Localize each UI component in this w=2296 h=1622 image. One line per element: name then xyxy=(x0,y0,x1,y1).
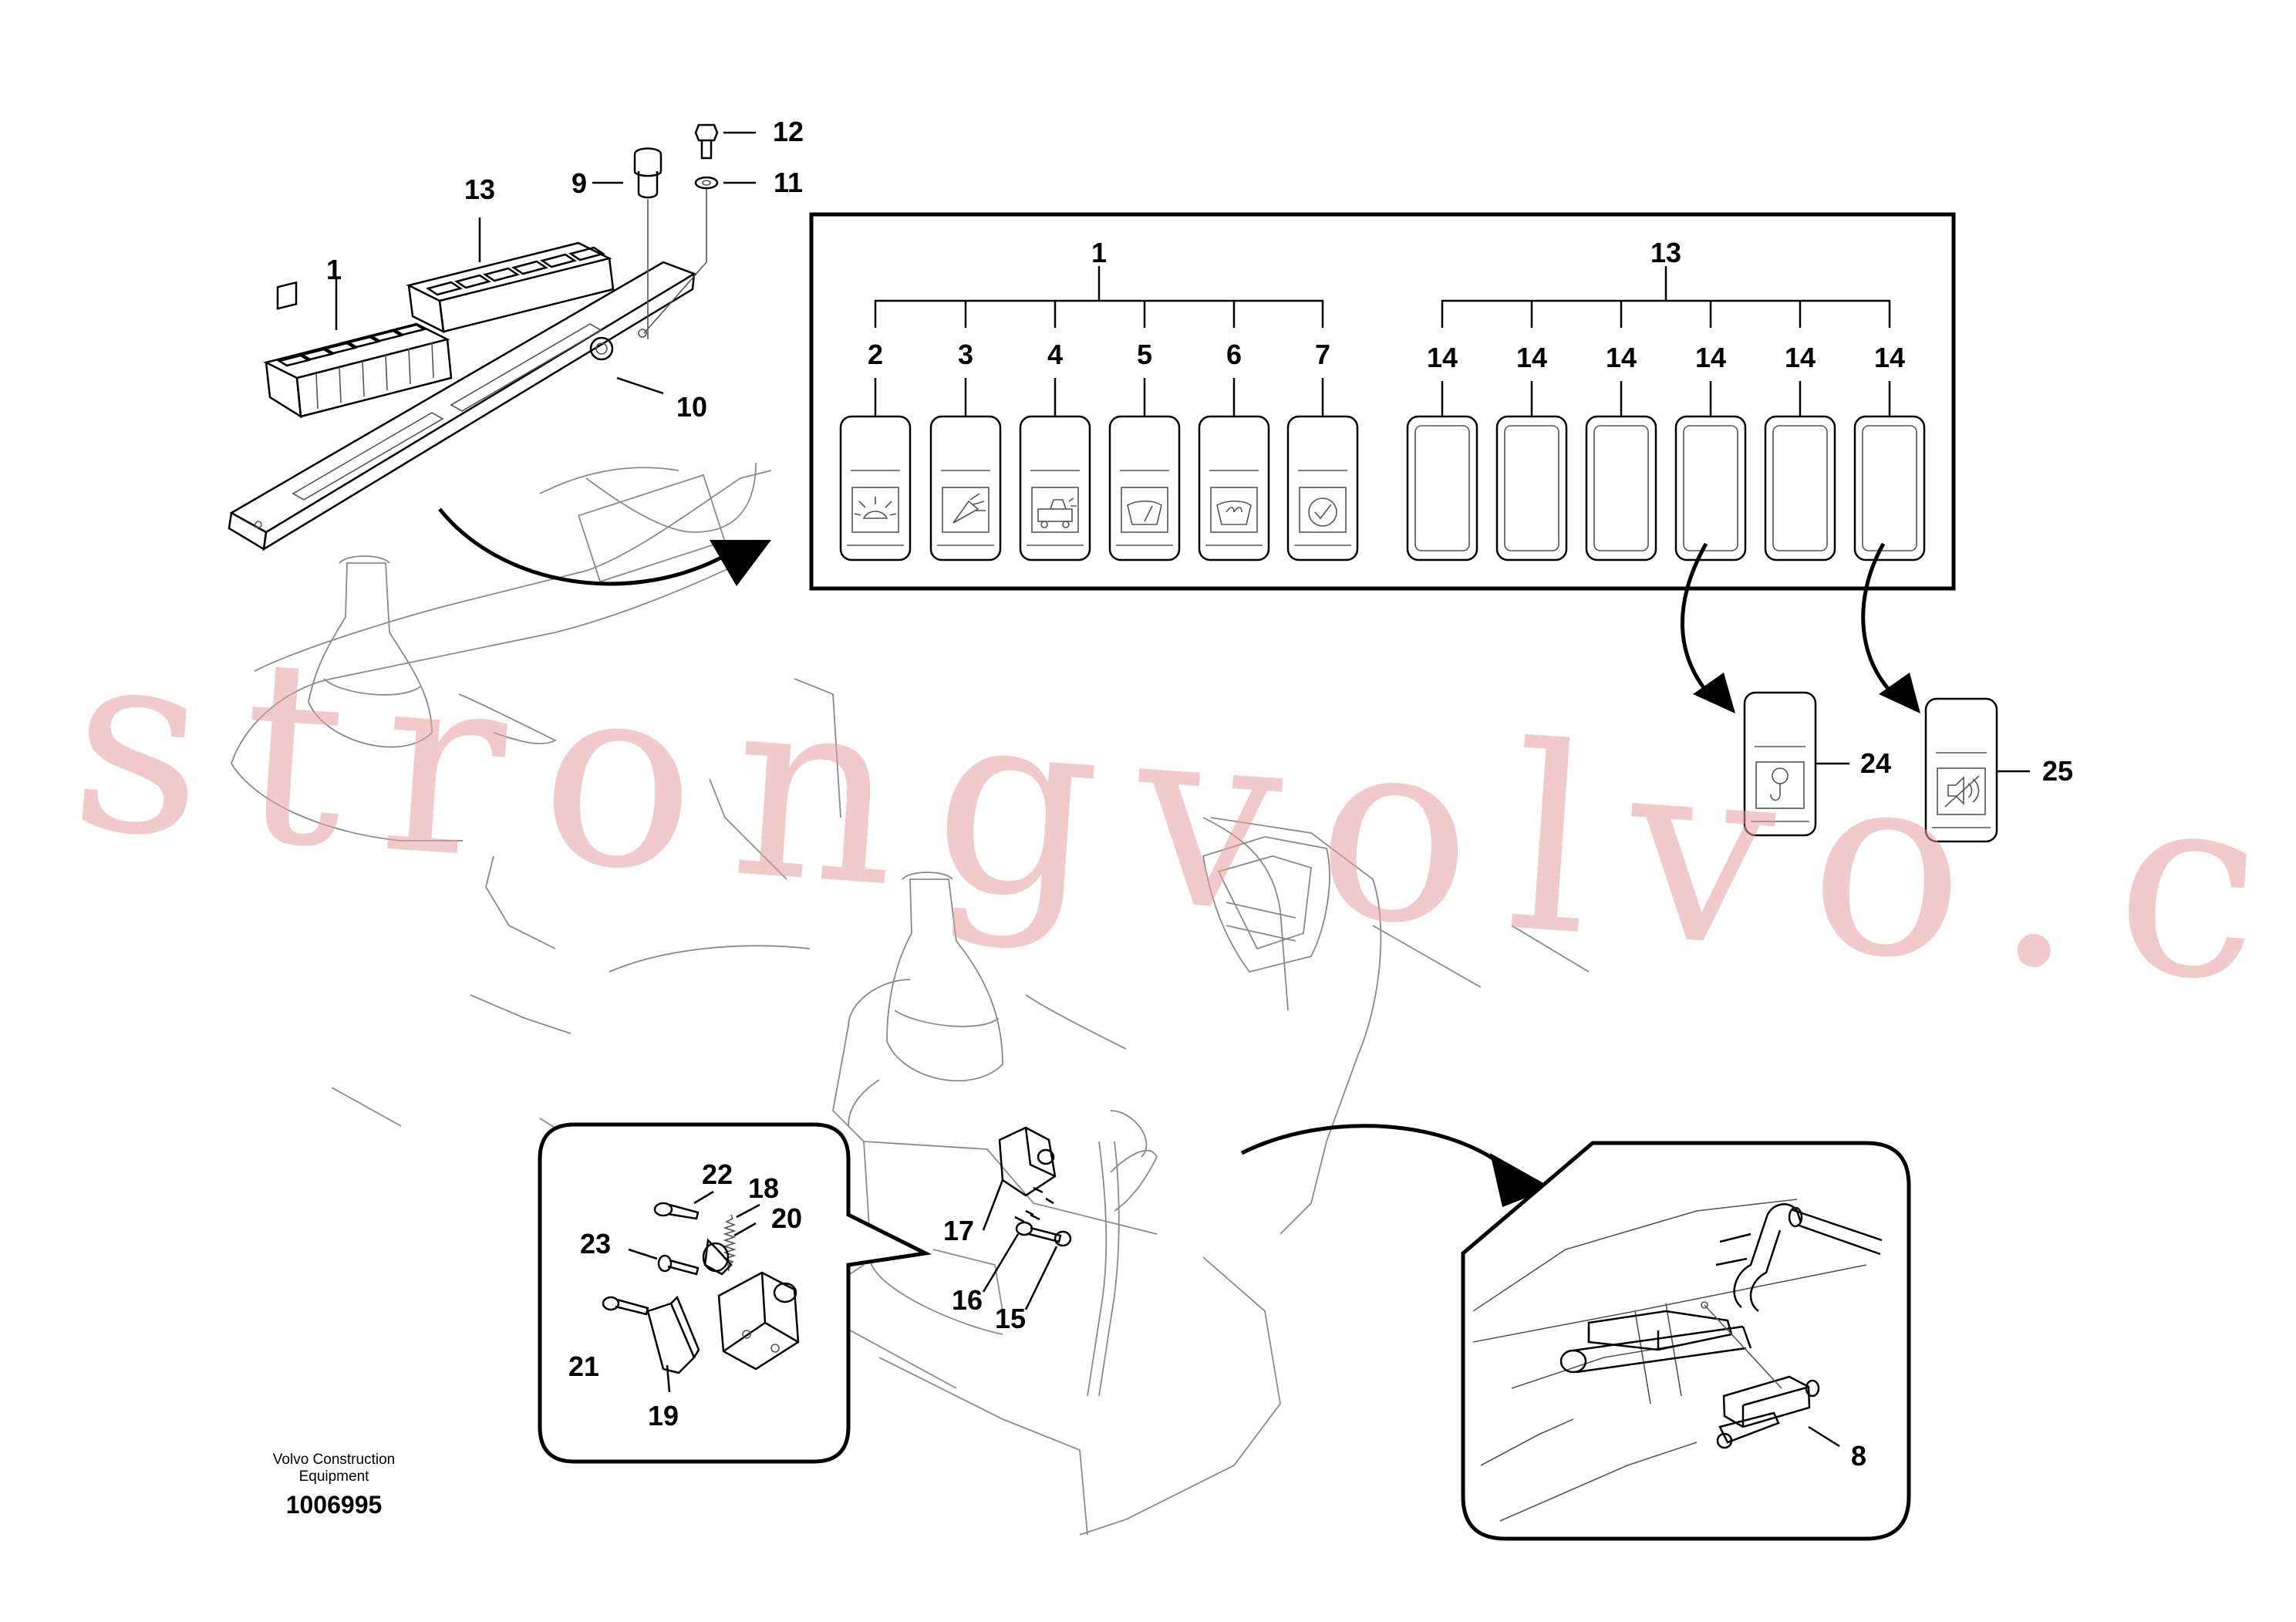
detail-box-switch-8 xyxy=(1461,1141,1911,1541)
bracket-19 xyxy=(646,1295,700,1393)
screw-23 xyxy=(628,1248,700,1276)
callout-23: 23 xyxy=(580,1228,611,1259)
callout-switch-14-b: 14 xyxy=(1516,342,1547,373)
callout-switch-14-f: 14 xyxy=(1874,342,1905,373)
knob-9 xyxy=(633,147,663,339)
callout-9: 9 xyxy=(571,167,587,199)
watermark: strongvolvo.com xyxy=(63,591,2296,1074)
callout-12: 12 xyxy=(773,116,804,147)
washer-icon xyxy=(1216,500,1252,525)
callout-20: 20 xyxy=(771,1202,802,1234)
callout-16: 16 xyxy=(952,1284,983,1316)
callout-switch-6: 6 xyxy=(1226,339,1242,370)
callout-panel-13: 13 xyxy=(1650,237,1681,268)
screw-12 xyxy=(694,123,719,160)
spring-16 xyxy=(1014,1209,1040,1236)
arrow-to-detail-8 xyxy=(1240,1124,1513,1174)
arrow-head-switch-panel xyxy=(710,540,771,586)
switch-14-b xyxy=(1495,415,1568,561)
footer-company-line1: Volvo Construction xyxy=(273,1452,395,1468)
callout-25: 25 xyxy=(2042,755,2073,787)
washer-11 xyxy=(643,176,719,334)
callout-10: 10 xyxy=(676,391,707,423)
switch-14-e xyxy=(1764,415,1836,561)
screw-22 xyxy=(653,1202,700,1220)
switch-panel-detail-box xyxy=(809,212,1956,591)
callout-21: 21 xyxy=(568,1351,599,1382)
footer-drawing-number: 1006995 xyxy=(286,1491,383,1519)
switch-7 xyxy=(1286,415,1359,561)
detail-8-internals xyxy=(1472,1199,1883,1522)
callout-22: 22 xyxy=(702,1158,733,1190)
callout-switch-4: 4 xyxy=(1047,339,1063,370)
callout-switch-14-a: 14 xyxy=(1427,342,1458,373)
bushing-20 xyxy=(702,1222,757,1276)
callout-switch-14-d: 14 xyxy=(1695,342,1726,373)
switch-module-13-exploded xyxy=(406,241,615,334)
arrow-to-switch-panel xyxy=(438,508,734,586)
switch-14-f xyxy=(1853,415,1926,561)
callout-1-top: 1 xyxy=(326,254,342,285)
beacon-light-icon xyxy=(952,493,986,524)
sensor-17 xyxy=(998,1126,1057,1205)
console-plate-10 xyxy=(228,261,696,551)
screw-15 xyxy=(1028,1226,1072,1247)
footer-company-line2: Equipment xyxy=(299,1469,370,1485)
callout-19: 19 xyxy=(648,1400,679,1431)
switch-4 xyxy=(1019,415,1091,561)
horn-icon xyxy=(1944,775,1980,808)
callout-switch-7: 7 xyxy=(1315,339,1330,370)
hook-icon xyxy=(1770,767,1789,801)
arrow-to-switch-25 xyxy=(1861,542,1899,700)
callout-17: 17 xyxy=(943,1215,974,1246)
work-light-icon xyxy=(854,497,897,519)
switch-module-1-exploded xyxy=(263,281,453,419)
callout-switch-3: 3 xyxy=(958,339,973,370)
check-icon xyxy=(1308,497,1337,527)
callout-switch-14-c: 14 xyxy=(1606,342,1637,373)
wiper-icon xyxy=(1127,500,1162,525)
switch-5 xyxy=(1108,415,1181,561)
sensor-body-inner xyxy=(717,1271,800,1371)
switch-24 xyxy=(1743,691,1817,837)
bracket-group-1 xyxy=(874,266,1324,328)
callout-11: 11 xyxy=(774,167,803,198)
switch-14-a xyxy=(1406,415,1478,561)
detail-box-17-assembly xyxy=(538,1122,932,1464)
switch-14-c xyxy=(1585,415,1657,561)
callout-18: 18 xyxy=(748,1172,779,1204)
arrow-head-25 xyxy=(1879,673,1920,713)
callout-15: 15 xyxy=(995,1303,1026,1334)
callout-switch-5: 5 xyxy=(1137,339,1152,370)
callout-switch-14-e: 14 xyxy=(1785,342,1816,373)
arrow-to-switch-24 xyxy=(1681,542,1714,700)
switch-3 xyxy=(929,415,1002,561)
travel-alarm-icon xyxy=(1037,497,1077,528)
callout-24: 24 xyxy=(1860,747,1891,779)
callout-8: 8 xyxy=(1851,1440,1866,1472)
callout-13-top: 13 xyxy=(464,174,495,205)
switch-2 xyxy=(839,415,912,561)
switch-6 xyxy=(1198,415,1270,561)
switch-14-d xyxy=(1674,415,1747,561)
arrow-head-24 xyxy=(1693,673,1735,713)
bracket-group-13 xyxy=(1441,266,1891,328)
switch-25 xyxy=(1924,697,1998,843)
callout-panel-1: 1 xyxy=(1091,237,1107,268)
callout-switch-2: 2 xyxy=(868,339,883,370)
